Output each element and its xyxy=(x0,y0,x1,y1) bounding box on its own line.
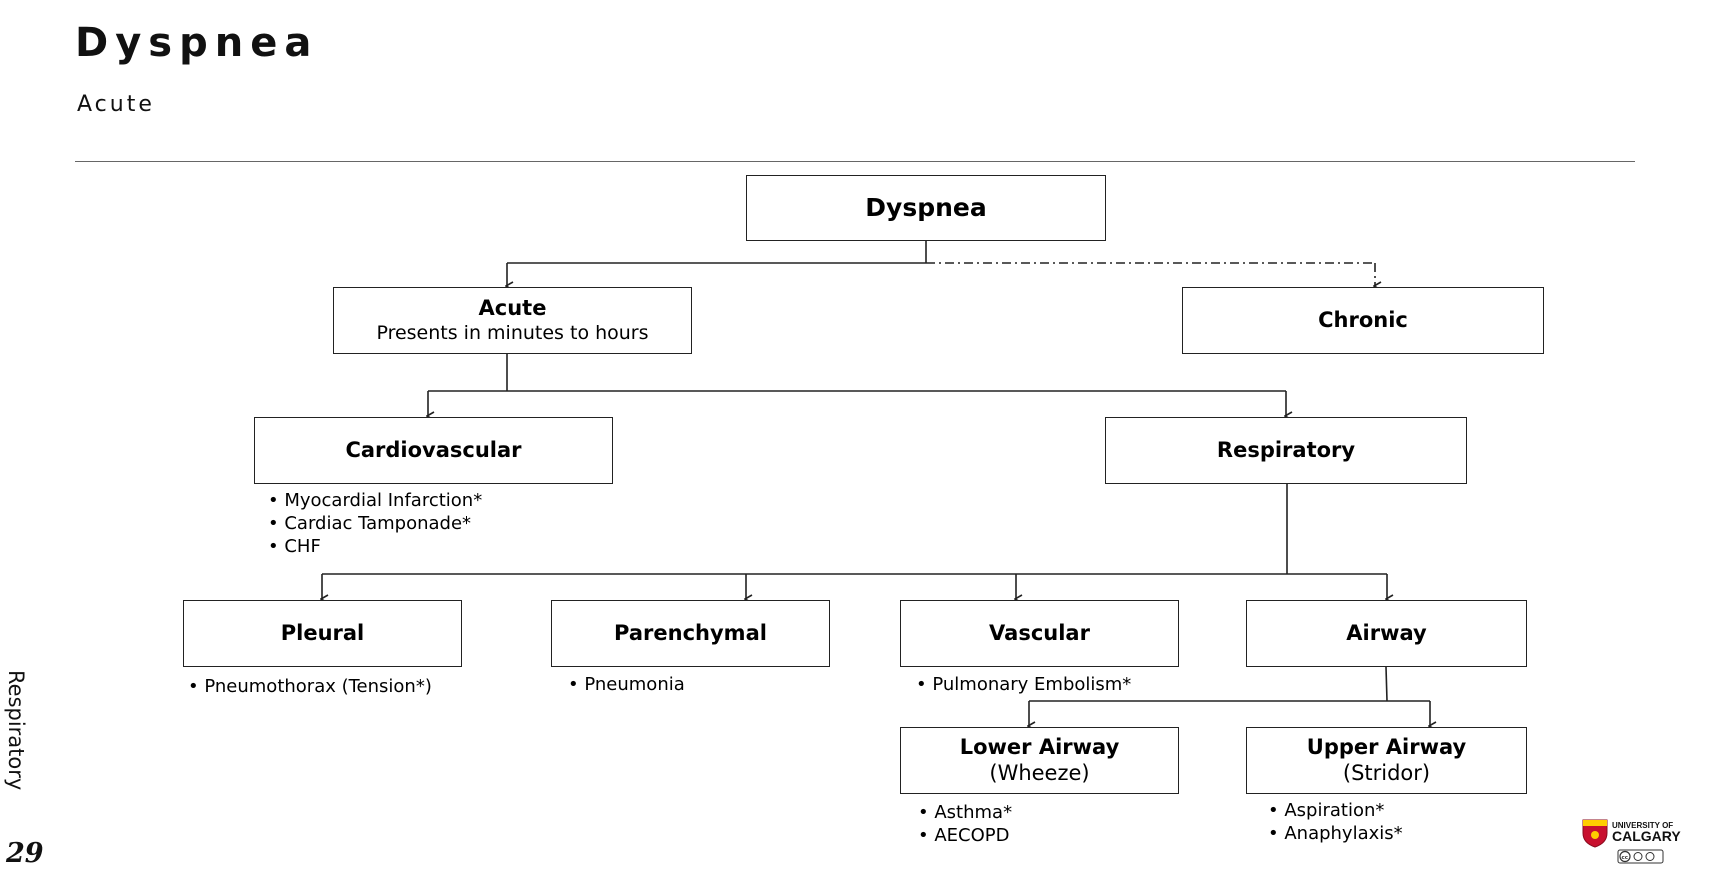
logo-line2: CALGARY xyxy=(1612,828,1681,844)
lower-airway-sub: (Wheeze) xyxy=(989,760,1090,785)
svg-text:cc: cc xyxy=(1622,855,1629,861)
respiratory-box: Respiratory xyxy=(1105,417,1467,484)
pleural-box: Pleural xyxy=(183,600,462,667)
title-divider xyxy=(75,161,1635,162)
pleural-label: Pleural xyxy=(280,620,365,645)
page-number: 29 xyxy=(6,838,44,869)
parenchymal-box: Parenchymal xyxy=(551,600,830,667)
list-item: CHF xyxy=(268,535,482,558)
lower-airway-label: Lower Airway xyxy=(959,734,1120,759)
dyspnea-label: Dyspnea xyxy=(865,193,987,222)
logo-line1: UNIVERSITY OF xyxy=(1612,821,1673,830)
cardiovascular-list: Myocardial Infarction* Cardiac Tamponade… xyxy=(268,489,482,558)
list-item: AECOPD xyxy=(918,824,1012,847)
vascular-box: Vascular xyxy=(900,600,1179,667)
airway-box: Airway xyxy=(1246,600,1527,667)
vascular-list: Pulmonary Embolism* xyxy=(916,673,1131,696)
cardiovascular-box: Cardiovascular xyxy=(254,417,613,484)
lower-airway-box: Lower Airway (Wheeze) xyxy=(900,727,1179,794)
acute-sub: Presents in minutes to hours xyxy=(376,321,649,344)
acute-box: Acute Presents in minutes to hours xyxy=(333,287,692,354)
dyspnea-box: Dyspnea xyxy=(746,175,1106,241)
crest-icon xyxy=(1582,819,1608,848)
vascular-label: Vascular xyxy=(989,620,1090,645)
creative-commons-badge-icon: cc xyxy=(1617,849,1664,864)
side-section-label: Respiratory xyxy=(4,670,28,791)
respiratory-label: Respiratory xyxy=(1216,437,1356,462)
upper-airway-list: Aspiration* Anaphylaxis* xyxy=(1268,799,1403,845)
list-item: Pneumothorax (Tension*) xyxy=(188,675,432,698)
list-item: Myocardial Infarction* xyxy=(268,489,482,512)
university-of-calgary-logo: UNIVERSITY OF CALGARY cc xyxy=(1582,819,1681,864)
list-item: Aspiration* xyxy=(1268,799,1403,822)
parenchymal-list: Pneumonia xyxy=(568,673,684,696)
slide-subtitle: Acute xyxy=(77,92,155,117)
list-item: Pneumonia xyxy=(568,673,684,696)
list-item: Anaphylaxis* xyxy=(1268,822,1402,845)
parenchymal-label: Parenchymal xyxy=(614,620,767,645)
upper-airway-box: Upper Airway (Stridor) xyxy=(1246,727,1527,794)
pleural-list: Pneumothorax (Tension*) xyxy=(188,675,432,698)
list-item: Asthma* xyxy=(918,801,1012,824)
upper-airway-sub: (Stridor) xyxy=(1342,760,1431,785)
upper-airway-label: Upper Airway xyxy=(1306,734,1467,759)
cardiovascular-label: Cardiovascular xyxy=(345,437,522,462)
acute-label: Acute xyxy=(478,295,547,320)
connector-airway-stem xyxy=(1385,666,1388,702)
slide-title: Dyspnea xyxy=(75,20,319,66)
lower-airway-list: Asthma* AECOPD xyxy=(918,801,1012,847)
list-item: Pulmonary Embolism* xyxy=(916,673,1131,696)
chronic-label: Chronic xyxy=(1318,307,1408,332)
airway-label: Airway xyxy=(1346,620,1427,645)
chronic-box: Chronic xyxy=(1182,287,1544,354)
list-item: Cardiac Tamponade* xyxy=(268,512,482,535)
